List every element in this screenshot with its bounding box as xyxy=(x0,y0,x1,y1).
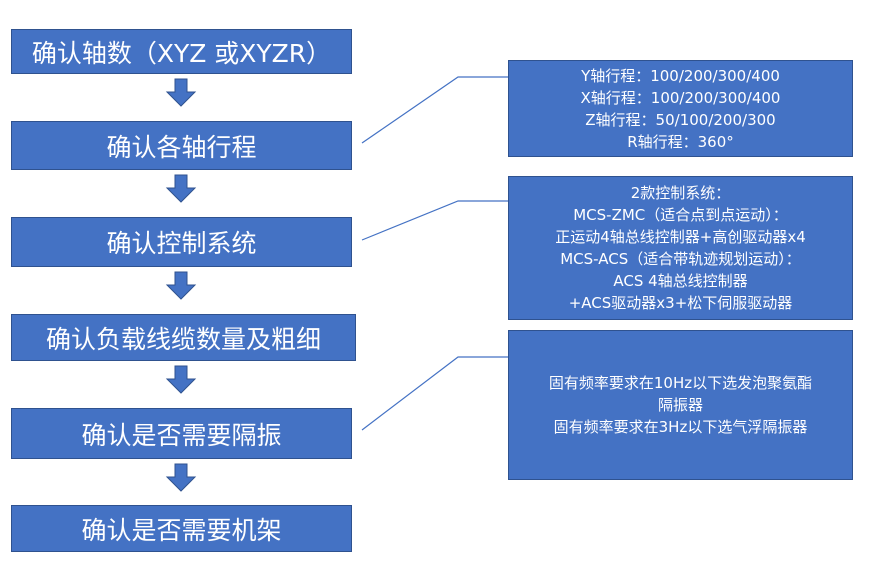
connector-isolation xyxy=(361,356,508,431)
step-confirm-isolation: 确认是否需要隔振 xyxy=(11,408,352,459)
note-line: 2款控制系统： xyxy=(630,184,731,202)
down-arrow-5 xyxy=(165,463,197,492)
step-confirm-axes: 确认轴数（XYZ 或XYZR） xyxy=(11,29,352,74)
note-line: 固有频率要求在3Hz以下选气浮隔振器 xyxy=(553,418,808,436)
down-arrow-2 xyxy=(165,174,197,203)
note-line: MCS-ACS（适合带轨迹规划运动）： xyxy=(560,250,801,268)
note-vibration-isolation: 固有频率要求在10Hz以下选发泡聚氨酯 隔振器 固有频率要求在3Hz以下选气浮隔… xyxy=(508,330,853,480)
connector-travel xyxy=(361,76,508,144)
note-axis-travel: Y轴行程：100/200/300/400 X轴行程：100/200/300/40… xyxy=(508,60,853,157)
note-line: MCS-ZMC（适合点到点运动）： xyxy=(573,206,788,224)
note-line: +ACS驱动器x3+松下伺服驱动器 xyxy=(568,294,793,312)
note-line: 固有频率要求在10Hz以下选发泡聚氨酯 xyxy=(548,374,813,392)
connector-control xyxy=(361,200,508,241)
note-line: 隔振器 xyxy=(657,396,703,414)
down-arrow-1 xyxy=(165,78,197,107)
note-line: X轴行程：100/200/300/400 xyxy=(580,88,781,107)
step-confirm-cables: 确认负载线缆数量及粗细 xyxy=(11,314,356,361)
down-arrow-3 xyxy=(165,271,197,300)
note-line: Y轴行程：100/200/300/400 xyxy=(581,66,780,85)
note-line: R轴行程：360° xyxy=(627,132,734,151)
step-confirm-travel: 确认各轴行程 xyxy=(11,121,352,170)
down-arrow-4 xyxy=(165,365,197,394)
note-line: 正运动4轴总线控制器+高创驱动器x4 xyxy=(555,228,806,246)
note-line: Z轴行程：50/100/200/300 xyxy=(585,110,776,129)
step-confirm-control-system: 确认控制系统 xyxy=(11,217,352,267)
note-line: ACS 4轴总线控制器 xyxy=(613,272,748,290)
note-control-systems: 2款控制系统： MCS-ZMC（适合点到点运动）： 正运动4轴总线控制器+高创驱… xyxy=(508,176,853,320)
step-confirm-frame: 确认是否需要机架 xyxy=(11,505,352,552)
